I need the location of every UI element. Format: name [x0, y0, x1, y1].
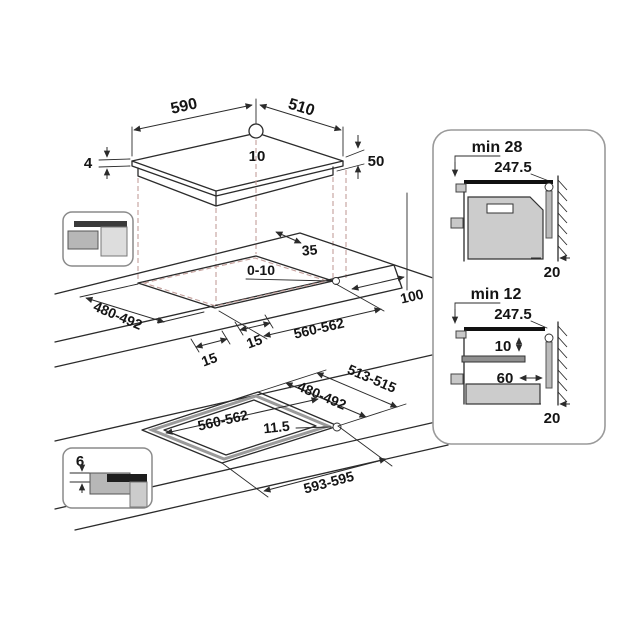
dim-front-gap-left: 15 [199, 349, 219, 369]
worktop-cutout-view: 0-10 35 100 480-492 15 15 560-562 [54, 192, 437, 369]
cutout-width-dim [263, 307, 382, 338]
hob-isometric-view: 590 510 10 4 50 [84, 95, 385, 207]
counter-left-block-oven [455, 183, 467, 193]
side-clearance-dim [351, 275, 405, 291]
dim-front-gap-right: 15 [244, 331, 264, 351]
hob-glass-flush-icon [107, 474, 147, 482]
cutout-corner-circle [332, 277, 340, 285]
projection-dashes [137, 140, 347, 306]
cutout-depth-dim [85, 296, 165, 324]
surface-mount-inset [62, 211, 134, 267]
seal-circle-drawer [544, 333, 554, 343]
label-coil-offset-drawer: 247.5 [494, 306, 532, 323]
cabinet-rail-block-drawer [450, 373, 464, 385]
rear-clearance-arrow [275, 231, 302, 244]
oven-vent [486, 203, 514, 214]
coil-offset-leader-oven [530, 173, 550, 182]
counter-profile-flush-icon [129, 481, 148, 508]
dim-top-width: 590 [169, 95, 199, 117]
dim-glass-thickness: 4 [84, 155, 93, 172]
hob-glass-top [131, 132, 344, 192]
flush-mount-inset: 6 [62, 447, 153, 509]
front-gap-left-dim [195, 337, 228, 349]
shelf-board [461, 355, 526, 363]
drawer-body [465, 383, 541, 405]
section-over-oven: min 28 247.5 20 [450, 139, 570, 281]
label-shelf-depth: 60 [497, 370, 514, 387]
wall-hatch-drawer [557, 325, 568, 403]
dim-top-depth: 510 [286, 96, 317, 120]
hob-glass-profile-icon [74, 221, 127, 227]
cabinet-rail-block-oven [450, 217, 464, 229]
rear-spacer-oven [545, 190, 553, 239]
hob-body [137, 166, 334, 207]
cutout-width-ext [218, 283, 385, 340]
label-min-clearance-drawer: min 12 [471, 286, 522, 303]
hole-marker-circle [248, 123, 264, 139]
label-shelf-clearance: 10 [495, 338, 512, 355]
corner-radius-leader [245, 278, 332, 282]
dim-body-height: 50 [368, 153, 385, 170]
label-rear-gap-drawer: 20 [544, 410, 561, 427]
counter-left-block-drawer [455, 330, 467, 339]
coil-offset-leader-drawer [530, 320, 548, 329]
width-dim-line [133, 103, 253, 132]
cutout-depth-ext [79, 283, 205, 324]
flush-depth-ext [257, 369, 407, 427]
side-sections-panel: min 28 247.5 20 min 12 247.5 [432, 129, 606, 445]
flush-outer-depth-dim [316, 372, 398, 408]
dim-cutout-width: 560-562 [292, 315, 346, 342]
flush-corner-circle [332, 422, 342, 432]
dim-rear-clearance: 35 [301, 241, 318, 258]
label-coil-offset-oven: 247.5 [494, 159, 532, 176]
dim-recess-depth: 6 [76, 453, 84, 470]
section-over-drawer: min 12 247.5 10 60 20 [450, 286, 570, 427]
hob-glass-section-oven [464, 180, 553, 184]
dim-hole-offset: 10 [249, 148, 266, 165]
projection-lines [137, 140, 347, 306]
hob-glass-section-drawer [464, 327, 545, 331]
dim-flush-outer-depth: 513-515 [345, 361, 399, 396]
counter-profile-icon [100, 226, 128, 257]
rear-spacer-drawer [545, 341, 553, 389]
cabinet-profile-icon [67, 230, 99, 250]
front-gap-left-ticks [190, 330, 231, 353]
flush-outer-width-dim [263, 457, 387, 493]
dim-flush-corner-radius: 11.5 [262, 418, 290, 437]
wall-hatch-oven [557, 179, 568, 257]
glass-thickness-ext [98, 158, 131, 168]
cutout-outline [137, 255, 334, 309]
dim-corner-radius: 0-10 [247, 262, 275, 278]
label-min-clearance-oven: min 28 [472, 139, 523, 156]
seal-circle-oven [544, 182, 554, 192]
dim-side-clearance: 100 [399, 286, 426, 307]
cutout-inner-dashed [141, 257, 330, 307]
depth-dim-line [259, 103, 342, 132]
label-rear-gap-oven: 20 [544, 264, 561, 281]
body-height-ext [336, 149, 365, 172]
